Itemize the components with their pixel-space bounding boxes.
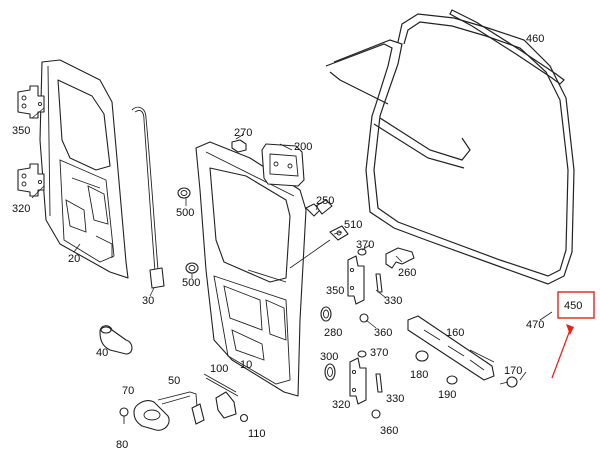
cap-part-190 <box>446 375 458 385</box>
clip-part-270 <box>231 139 247 153</box>
callout-320-right: 320 <box>332 399 350 411</box>
cap-part-250 <box>305 199 333 217</box>
bump-stop-part-40 <box>99 325 133 355</box>
pin-part-330-lower <box>375 373 383 393</box>
callout-50: 50 <box>168 375 180 387</box>
callout-370-lower: 370 <box>370 347 388 359</box>
seal-strip-part-460 <box>449 9 565 85</box>
callout-200: 200 <box>294 141 312 153</box>
bolt-part-370-lower <box>357 350 367 358</box>
cap-part-180 <box>415 350 429 362</box>
bar-part-160 <box>407 315 495 381</box>
grommet-part-280 <box>320 306 332 322</box>
callout-labels: 350 320 20 30 40 500 500 270 200 250 510… <box>12 33 582 451</box>
grommet-part-300 <box>324 363 336 381</box>
plug-part-500-upper <box>177 187 191 199</box>
callout-450: 450 <box>564 300 582 312</box>
callout-40: 40 <box>96 347 108 359</box>
callout-270: 270 <box>234 127 252 139</box>
callout-350-left: 350 <box>12 125 30 137</box>
hinge-part-320-left <box>17 163 45 197</box>
screw-part-80 <box>119 407 129 424</box>
callout-280: 280 <box>324 327 342 339</box>
callout-370-upper: 370 <box>356 239 374 251</box>
callout-500-lower: 500 <box>182 277 200 289</box>
seal-part-470 <box>325 13 575 285</box>
bolt-part-110 <box>239 413 249 423</box>
callout-110: 110 <box>248 428 266 440</box>
callout-350-right: 350 <box>326 285 344 297</box>
highlight-box <box>557 291 595 319</box>
handle-module-part-200 <box>261 143 305 187</box>
callout-30: 30 <box>142 295 154 307</box>
screw-part-170 <box>499 376 518 388</box>
leader-lines <box>31 107 553 381</box>
callout-330-lower: 330 <box>386 393 404 405</box>
callout-320-left: 320 <box>12 203 30 215</box>
highlight-arrow-line <box>551 329 571 379</box>
callout-470: 470 <box>526 319 544 331</box>
hinge-part-350-left <box>17 85 45 119</box>
callout-10: 10 <box>240 359 252 371</box>
bolt-part-370-upper <box>357 248 367 256</box>
nut-part-360-lower <box>371 409 381 419</box>
latch-part-260 <box>385 247 415 269</box>
callout-260: 260 <box>398 267 416 279</box>
hinge-part-320-right <box>349 357 367 405</box>
callout-300: 300 <box>320 351 338 363</box>
callout-70: 70 <box>122 385 134 397</box>
rod-part-100 <box>203 373 239 419</box>
callout-330-upper: 330 <box>384 295 402 307</box>
callout-20: 20 <box>68 253 80 265</box>
callout-500-upper: 500 <box>176 207 194 219</box>
callout-360-lower: 360 <box>380 425 398 437</box>
callout-360-upper: 360 <box>374 327 392 339</box>
left-door-part-20 <box>39 59 129 279</box>
callout-460: 460 <box>526 33 544 45</box>
right-door-part-10 <box>195 141 307 397</box>
pin-part-330-upper <box>375 273 383 293</box>
highlight-450 <box>551 291 595 379</box>
callout-160: 160 <box>446 327 464 339</box>
callout-80: 80 <box>116 439 128 451</box>
handle-part-70 <box>133 400 170 431</box>
callout-180: 180 <box>410 369 428 381</box>
linkage-part-50 <box>157 391 205 425</box>
hinge-part-350-right <box>347 255 365 305</box>
callout-170: 170 <box>504 365 522 377</box>
callout-250: 250 <box>316 195 334 207</box>
door-strap-part-30 <box>131 106 165 289</box>
callout-190: 190 <box>438 389 456 401</box>
highlight-arrow-head <box>566 324 574 335</box>
callout-100: 100 <box>210 363 228 375</box>
plug-part-500-lower <box>185 262 199 274</box>
callout-510: 510 <box>344 219 362 231</box>
